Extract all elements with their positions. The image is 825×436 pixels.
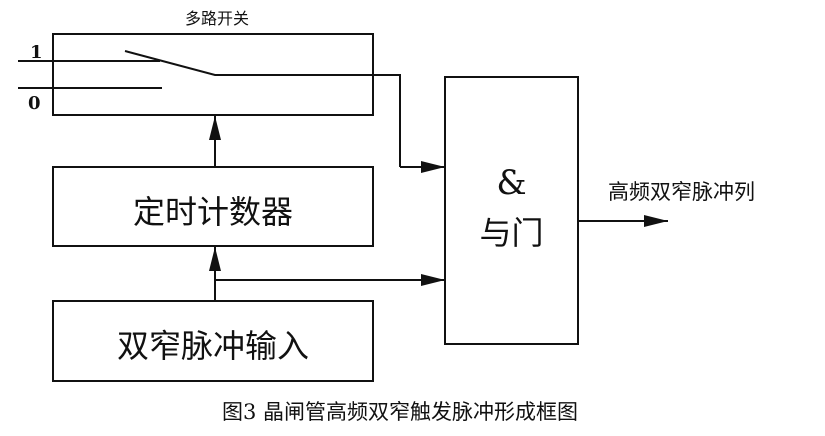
input-0-label: 0	[28, 93, 41, 114]
timer-counter-box	[52, 166, 374, 247]
output-label: 高频双窄脉冲列	[608, 180, 755, 204]
switch-title: 多路开关	[185, 9, 250, 28]
pulse-input-label: 双窄脉冲输入	[116, 327, 309, 365]
and-symbol: &	[496, 163, 527, 203]
pulse-input-box	[52, 300, 374, 382]
and-gate-box	[444, 76, 579, 345]
figure-caption: 图3 晶闸管高频双窄触发脉冲形成框图	[221, 400, 579, 424]
timer-counter-label: 定时计数器	[132, 193, 293, 231]
and-gate-label: 与门	[479, 214, 544, 252]
switch-lever	[124, 50, 401, 167]
input-1-label: 1	[30, 42, 43, 63]
